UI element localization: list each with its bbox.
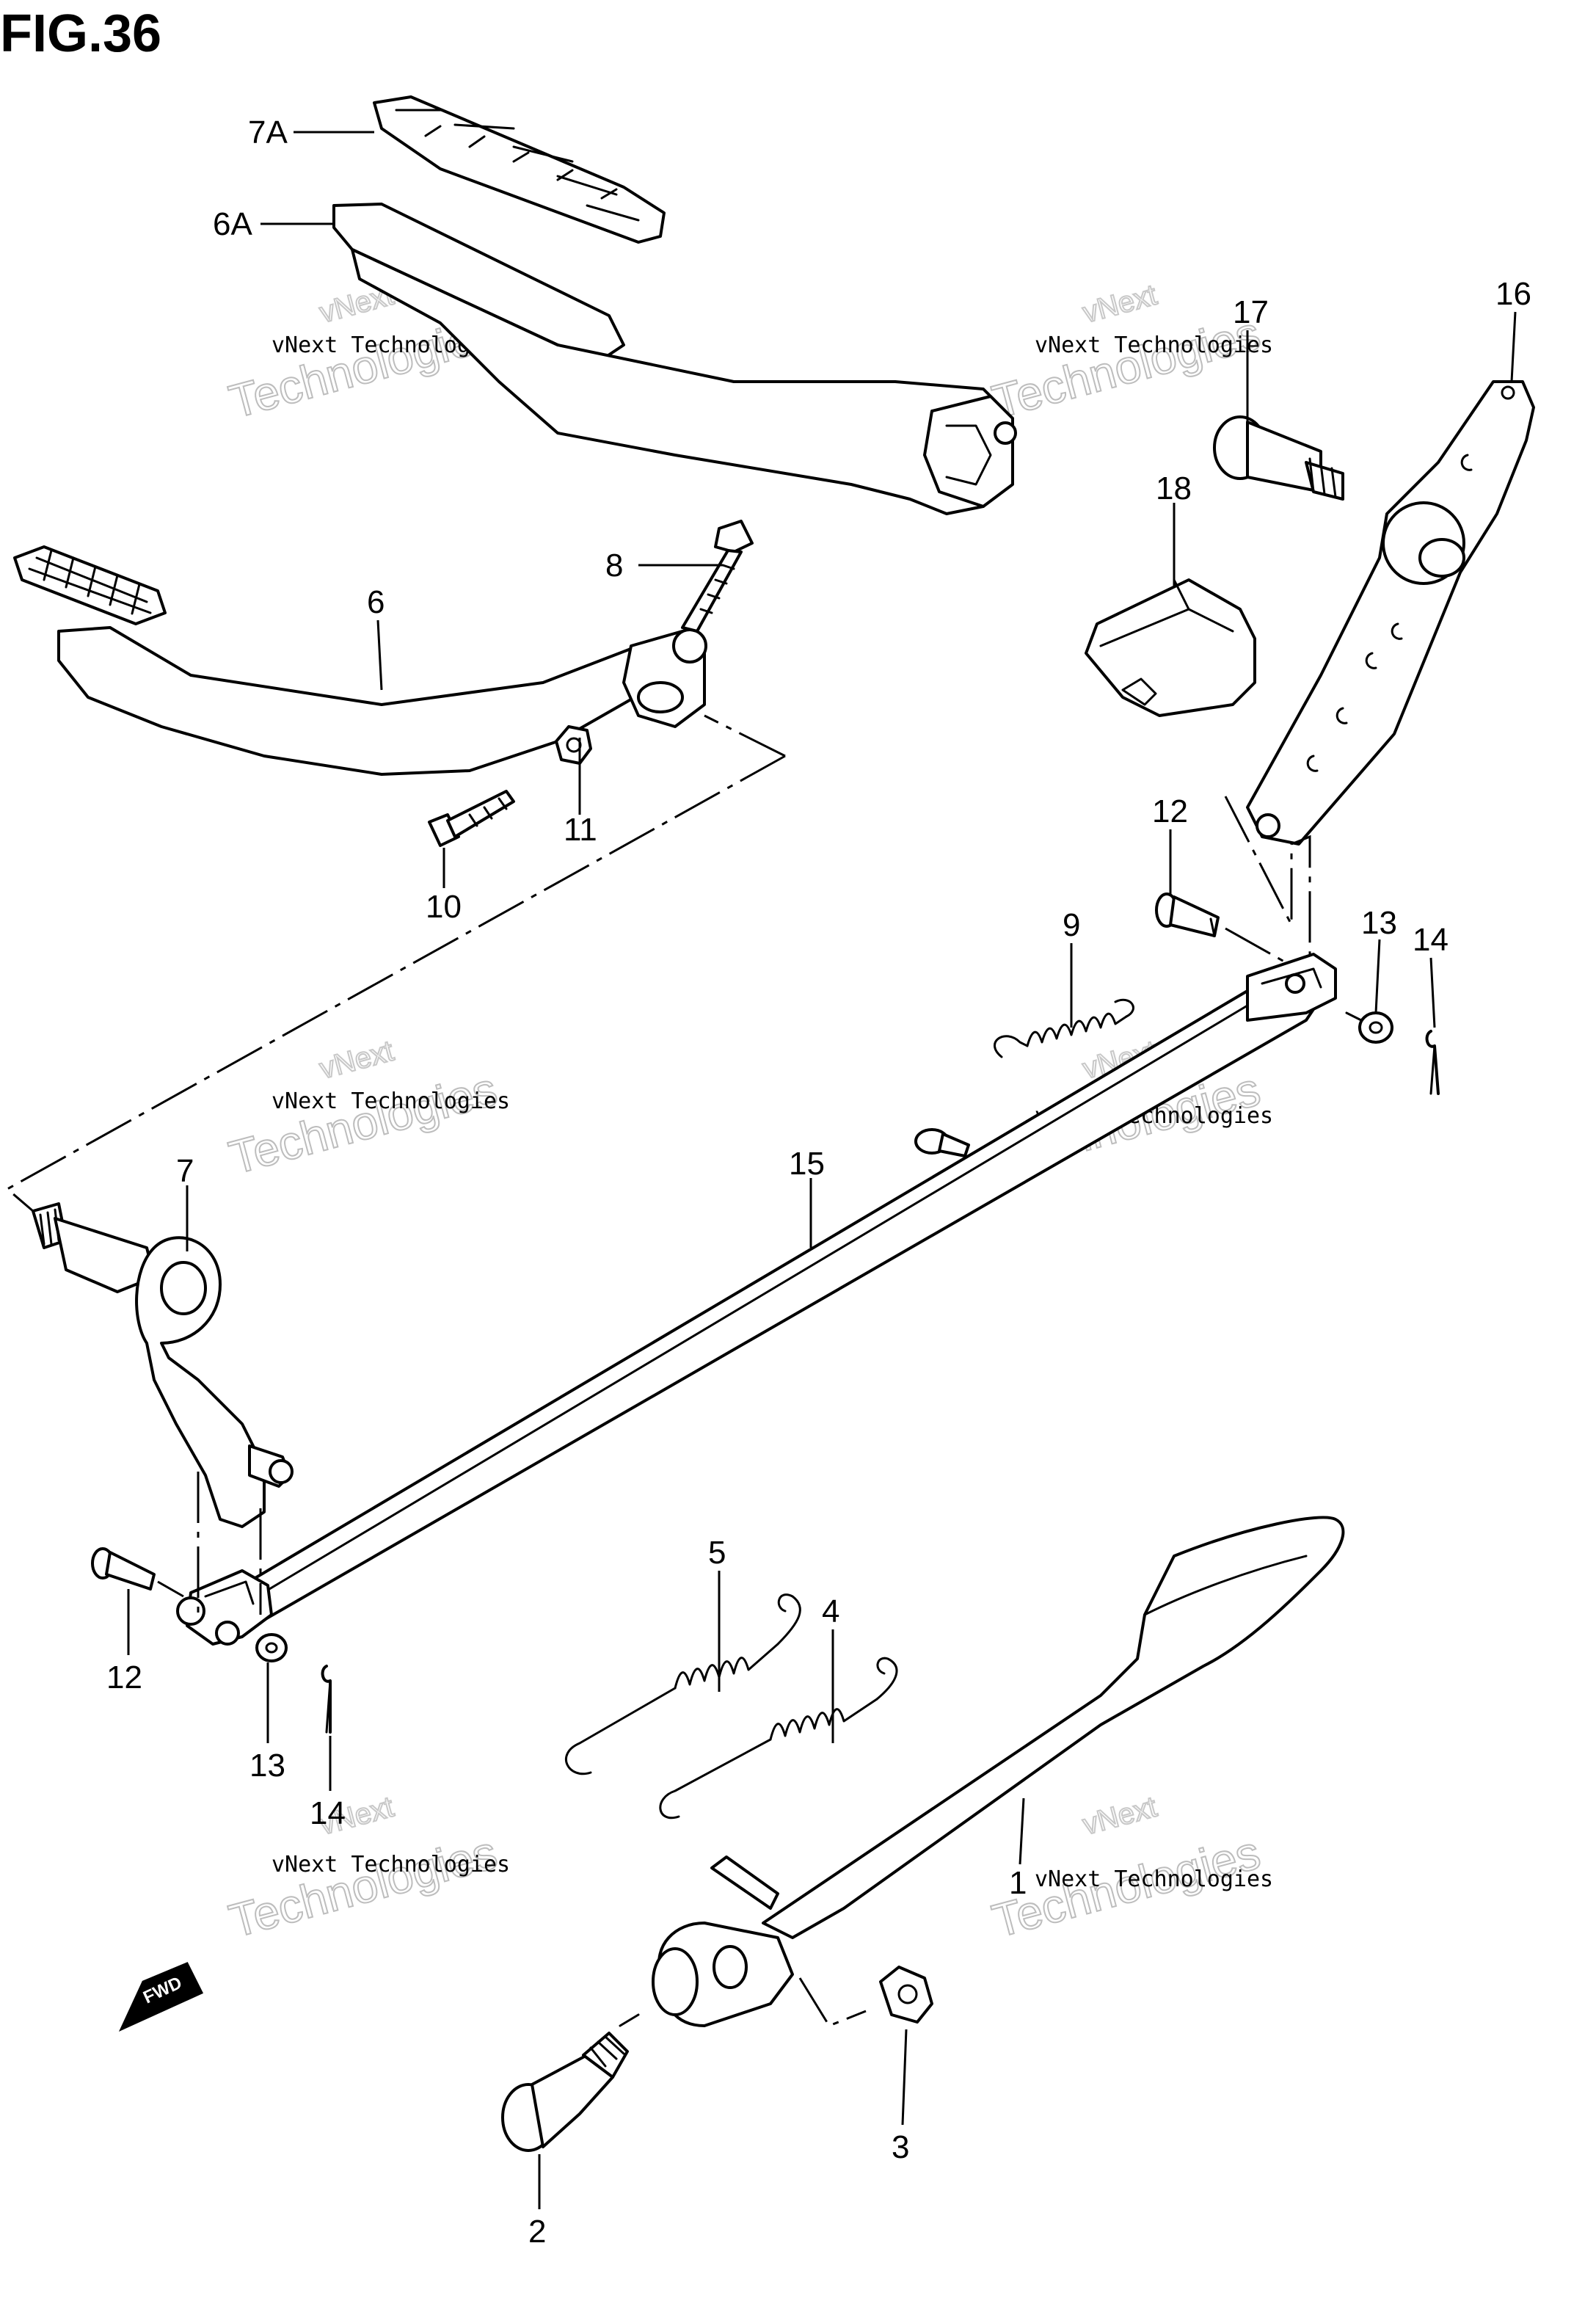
part-12-clevis-pin-upper <box>1155 893 1220 937</box>
svg-text:vNext Technologies: vNext Technologies <box>1035 1866 1273 1892</box>
callout-4: 4 <box>822 1593 839 1629</box>
svg-text:Technologies: Technologies <box>987 306 1265 428</box>
part-2-stud-bolt <box>501 2032 629 2152</box>
assembly-line <box>5 755 786 1213</box>
callout-13-upper: 13 <box>1361 905 1397 941</box>
fwd-arrow-icon: FWD <box>118 1962 204 2032</box>
part-10-bolt <box>428 790 515 847</box>
svg-text:vNext Technologies: vNext Technologies <box>272 1088 510 1114</box>
assembly-line <box>1224 796 1311 961</box>
part-13-washer-lower <box>255 1633 288 1662</box>
callout-7a: 7A <box>248 114 288 150</box>
callout-7: 7 <box>176 1153 194 1189</box>
part-4-spring <box>659 1657 898 1820</box>
assembly-line <box>798 1977 867 2027</box>
callout-6: 6 <box>367 584 385 620</box>
watermark: vNext Technologies vNext Technologies <box>223 1034 510 1185</box>
part-3-nut <box>879 1966 933 2024</box>
svg-text:Technologies: Technologies <box>224 1825 502 1947</box>
part-8-bolt <box>681 520 754 633</box>
svg-text:vNext: vNext <box>316 1035 397 1086</box>
callout-18: 18 <box>1156 470 1192 506</box>
assembly-line <box>704 714 786 757</box>
part-17-pivot-bolt <box>1213 415 1344 501</box>
leader-lines <box>127 131 1517 2209</box>
svg-text:vNext Technologies: vNext Technologies <box>272 1852 510 1877</box>
part-14-cotter-pin-lower <box>321 1665 332 1734</box>
part-14-cotter-pin-upper <box>1425 1030 1440 1095</box>
callout-5: 5 <box>708 1535 726 1571</box>
part-6-foot-pedal <box>13 545 707 776</box>
assembly-line <box>1225 927 1285 963</box>
watermark: vNext Technologies vNext Technologies <box>223 1790 510 1949</box>
callout-12-lower: 12 <box>106 1660 142 1695</box>
part-6a-brake-pedal <box>332 203 1017 515</box>
part-7a-pedal-pad <box>373 95 666 244</box>
callout-14-lower: 14 <box>310 1795 346 1831</box>
part-13-washer-upper <box>1345 1011 1393 1044</box>
callout-16: 16 <box>1495 276 1531 312</box>
assembly-line <box>157 1580 184 1598</box>
part-18-cover <box>1085 578 1256 717</box>
part-16-lever-arm <box>1246 380 1535 846</box>
callout-3: 3 <box>892 2129 909 2165</box>
part-15-brake-rod <box>176 953 1337 1646</box>
callout-10: 10 <box>426 889 462 925</box>
callout-15: 15 <box>789 1146 825 1182</box>
callouts: 7A 6A 6 8 11 10 17 18 16 12 9 13 14 15 7… <box>106 114 1531 2250</box>
assembly-line <box>197 1472 262 1615</box>
part-9-spring <box>994 998 1134 1058</box>
callout-9: 9 <box>1063 907 1080 943</box>
part-12-clevis-pin-lower <box>91 1547 156 1591</box>
svg-text:Technologies: Technologies <box>224 1062 502 1184</box>
svg-text:vNext: vNext <box>1079 279 1160 330</box>
part-7-lever-shaft <box>32 1202 294 1528</box>
svg-text:vNext: vNext <box>1079 1791 1160 1842</box>
part-1-side-stand <box>652 1516 1345 2027</box>
callout-8: 8 <box>605 548 623 584</box>
callout-6a: 6A <box>213 206 252 242</box>
callout-13-lower: 13 <box>249 1748 285 1784</box>
watermark: vNext Technologies vNext Technologies <box>986 1790 1273 1949</box>
callout-2: 2 <box>528 2214 546 2250</box>
svg-text:vNext Technologies: vNext Technologies <box>1035 332 1273 358</box>
callout-1: 1 <box>1009 1865 1027 1901</box>
callout-12-upper: 12 <box>1152 793 1188 829</box>
watermark: vNext Technologies vNext Technologies <box>986 278 1273 429</box>
assembly-line <box>619 2013 640 2027</box>
part-5-spring <box>564 1593 801 1775</box>
callout-11: 11 <box>564 812 597 848</box>
figure-title: FIG.36 <box>0 4 161 63</box>
callout-14-upper: 14 <box>1413 922 1449 958</box>
callout-17: 17 <box>1233 294 1269 330</box>
